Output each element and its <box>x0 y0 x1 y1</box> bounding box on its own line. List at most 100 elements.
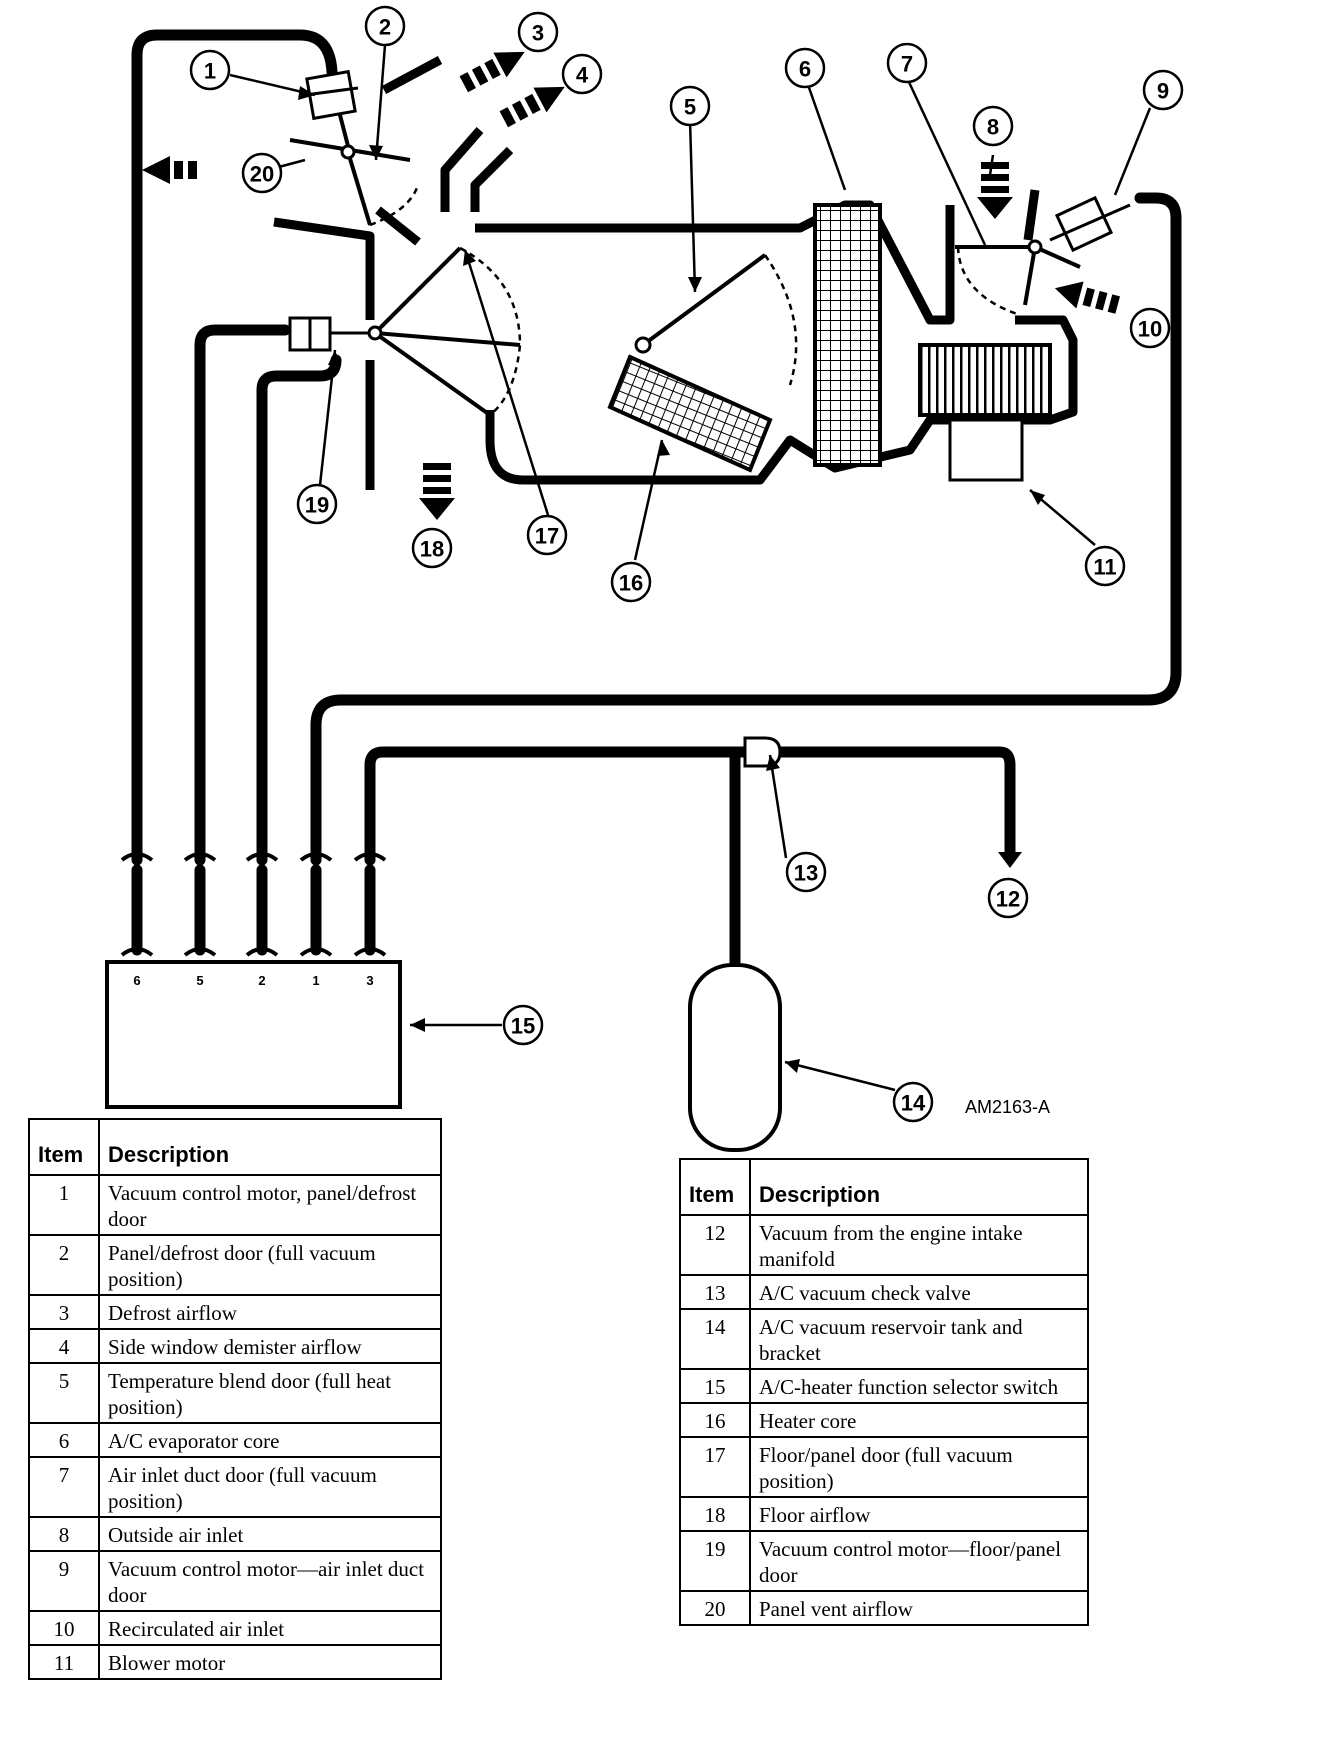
svg-text:2: 2 <box>379 15 391 40</box>
column-header-description: Description <box>98 1118 442 1176</box>
item-description: Heater core <box>749 1402 1089 1438</box>
item-description: Vacuum from the engine intake manifold <box>749 1214 1089 1276</box>
item-description: Floor airflow <box>749 1496 1089 1532</box>
callout-3: 3 <box>517 11 559 53</box>
item-number: 19 <box>679 1530 751 1592</box>
callout-1: 1 <box>189 49 231 91</box>
svg-text:19: 19 <box>305 493 329 518</box>
floor-panel-door <box>367 246 522 417</box>
item-description: Outside air inlet <box>98 1516 442 1552</box>
callout-16: 16 <box>610 561 652 603</box>
callout-8: 8 <box>972 105 1014 147</box>
svg-text:4: 4 <box>576 63 589 88</box>
svg-text:6: 6 <box>799 57 811 82</box>
vacuum-motor-19 <box>288 316 370 352</box>
callout-20: 20 <box>241 152 283 194</box>
item-number: 7 <box>28 1456 100 1518</box>
item-description: Vacuum control motor—air inlet duct door <box>98 1550 442 1612</box>
svg-text:10: 10 <box>1138 317 1162 342</box>
svg-text:8: 8 <box>987 115 999 140</box>
svg-text:3: 3 <box>532 21 544 46</box>
recirculated-air-arrow <box>1054 281 1121 314</box>
item-number: 11 <box>28 1644 100 1680</box>
floor-airflow-arrow <box>419 463 455 520</box>
svg-text:17: 17 <box>535 524 559 549</box>
item-number: 13 <box>679 1274 751 1310</box>
port-label: 1 <box>312 973 319 988</box>
column-header-item: Item <box>679 1158 751 1216</box>
svg-text:11: 11 <box>1093 555 1116 580</box>
heater-core <box>607 354 773 473</box>
panel-defrost-door <box>289 114 420 227</box>
defrost-airflow-arrow <box>459 51 525 93</box>
callouts: 1 2 3 4 5 6 7 8 9 10 11 12 13 14 15 16 1… <box>189 5 1184 1123</box>
callout-9: 9 <box>1142 69 1184 111</box>
air-inlet-door <box>955 239 1081 317</box>
item-number: 3 <box>28 1294 100 1330</box>
callout-14: 14 <box>892 1081 934 1123</box>
item-number: 18 <box>679 1496 751 1532</box>
item-description: Temperature blend door (full heat positi… <box>98 1362 442 1424</box>
callout-6: 6 <box>784 47 826 89</box>
item-description: Air inlet duct door (full vacuum positio… <box>98 1456 442 1518</box>
column-header-description: Description <box>749 1158 1089 1216</box>
item-number: 8 <box>28 1516 100 1552</box>
item-number: 10 <box>28 1610 100 1646</box>
hose-port-1 <box>310 192 1182 866</box>
port-label: 3 <box>366 973 373 988</box>
item-description: Recirculated air inlet <box>98 1610 442 1646</box>
column-header-item: Item <box>28 1118 100 1176</box>
item-number: 20 <box>679 1590 751 1626</box>
port-label: 2 <box>258 973 265 988</box>
item-description: A/C vacuum reservoir tank and bracket <box>749 1308 1089 1370</box>
item-number: 16 <box>679 1402 751 1438</box>
leader-lines <box>229 44 1152 1092</box>
item-number: 17 <box>679 1436 751 1498</box>
item-description: Panel vent airflow <box>749 1590 1089 1626</box>
item-number: 4 <box>28 1328 100 1364</box>
leader-arrowheads <box>298 86 1045 1073</box>
port-label: 5 <box>196 973 203 988</box>
item-number: 5 <box>28 1362 100 1424</box>
item-number: 6 <box>28 1422 100 1458</box>
vacuum-motor-9 <box>1049 195 1131 253</box>
hose-port-6 <box>131 29 338 866</box>
svg-text:14: 14 <box>901 1091 926 1116</box>
callout-5: 5 <box>669 85 711 127</box>
svg-text:5: 5 <box>684 95 696 120</box>
temperature-blend-door <box>634 253 798 386</box>
callout-19: 19 <box>296 483 338 525</box>
outside-air-arrow <box>977 162 1013 219</box>
item-description: A/C vacuum check valve <box>749 1274 1089 1310</box>
function-selector-switch: 6 5 2 1 3 <box>105 960 402 1109</box>
reservoir-tank <box>688 963 782 1152</box>
callout-2: 2 <box>364 5 406 47</box>
svg-text:1: 1 <box>204 59 216 84</box>
item-number: 9 <box>28 1550 100 1612</box>
vacuum-hoses <box>131 29 1182 971</box>
callout-13: 13 <box>785 851 827 893</box>
svg-text:16: 16 <box>619 571 643 596</box>
port-label: 6 <box>133 973 140 988</box>
svg-text:18: 18 <box>420 537 444 562</box>
callout-15: 15 <box>502 1004 544 1046</box>
svg-text:12: 12 <box>996 887 1020 912</box>
hose-port-5 <box>194 324 291 866</box>
svg-text:13: 13 <box>794 861 818 886</box>
